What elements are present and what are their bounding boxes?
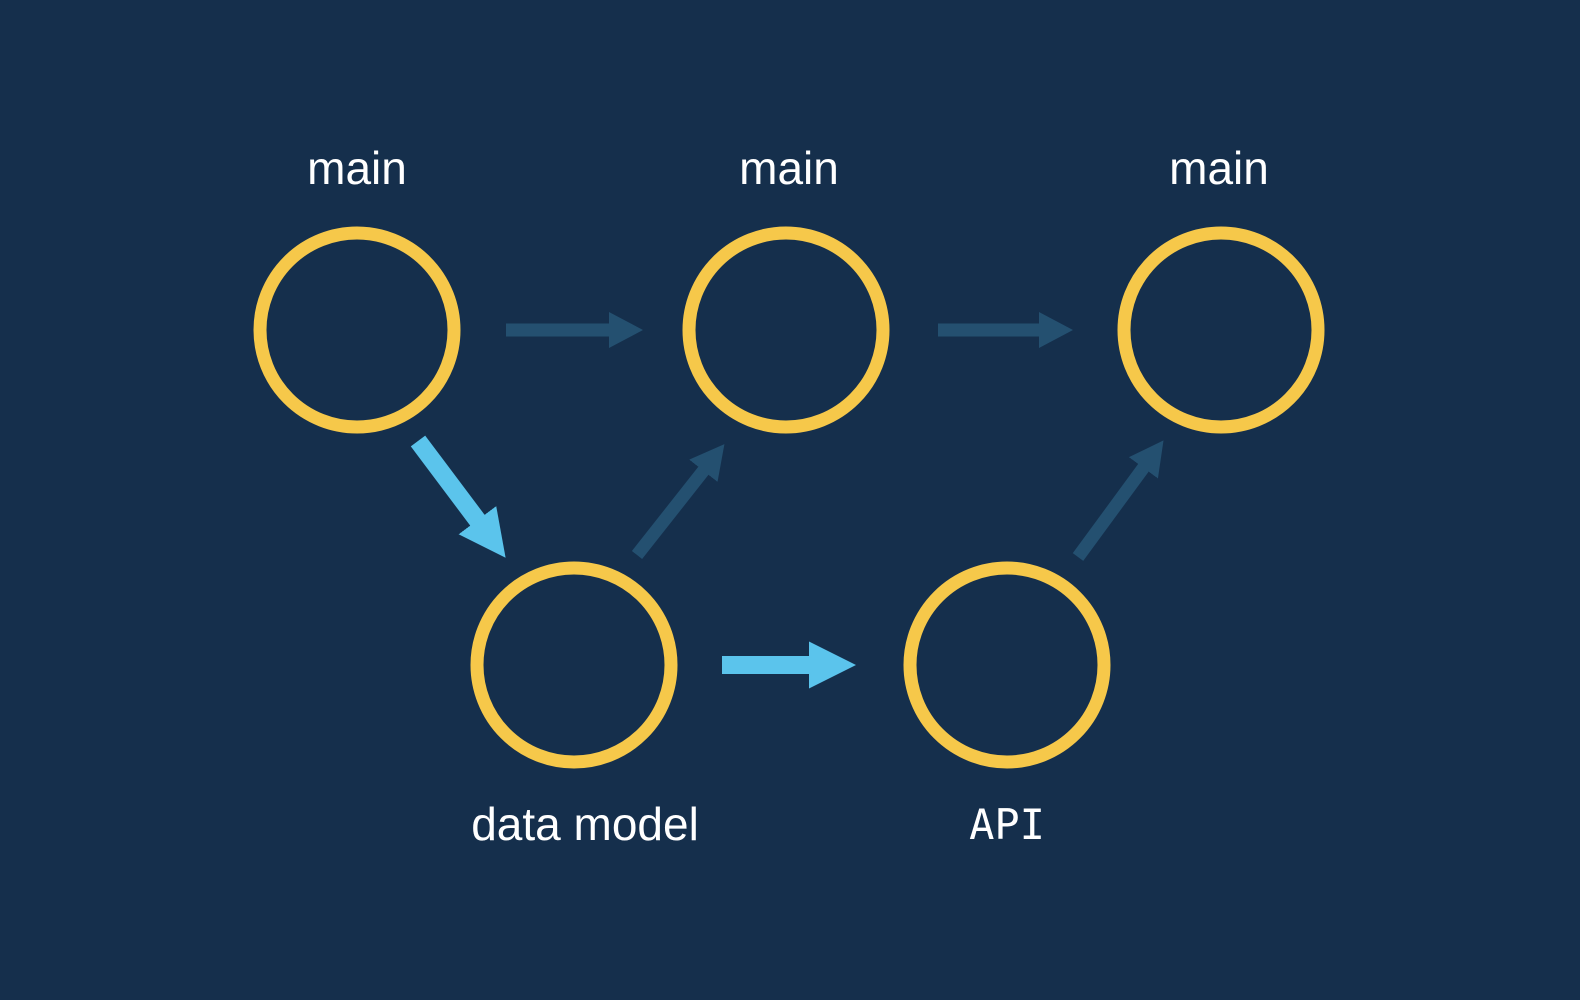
commit-node-api — [903, 561, 1111, 769]
node-label-api: API — [969, 800, 1045, 849]
commit-node-main-3 — [1117, 226, 1325, 434]
edge-arrow-api-to-main3 — [1072, 440, 1164, 561]
commit-node-main-2 — [682, 226, 890, 434]
edge-arrow-data-model-to-main2 — [631, 444, 725, 560]
node-label-main-2: main — [739, 142, 839, 194]
edge-arrow-main1-to-data-model — [410, 435, 506, 558]
commit-node-main-1 — [253, 226, 461, 434]
node-label-main-3: main — [1169, 142, 1269, 194]
commit-node-data-model — [470, 561, 678, 769]
node-label-data-model: data model — [471, 798, 699, 850]
node-label-main-1: main — [307, 142, 407, 194]
